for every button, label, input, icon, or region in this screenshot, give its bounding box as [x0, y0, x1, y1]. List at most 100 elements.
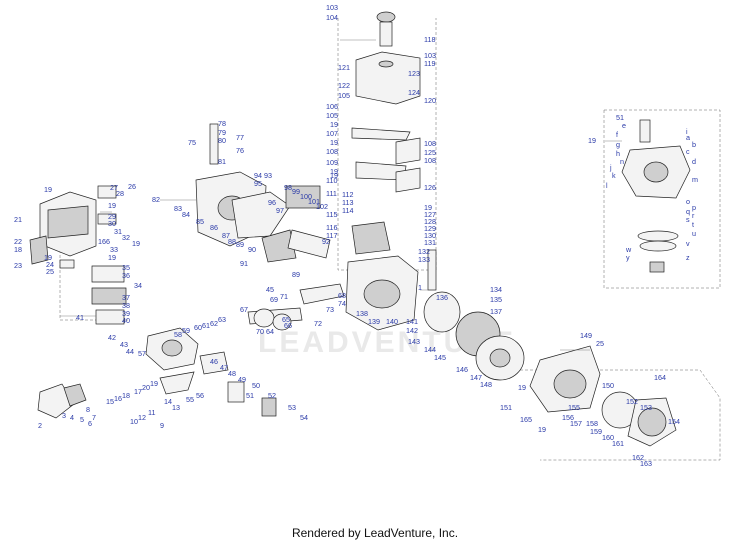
callout-label: w: [625, 245, 632, 254]
callout-label: 19: [330, 167, 338, 176]
callout-label: 29: [108, 212, 116, 221]
callout-label: 142: [406, 326, 418, 335]
callout-label: 74: [338, 299, 346, 308]
callout-label: z: [686, 253, 690, 262]
callout-label: 153: [640, 403, 652, 412]
callout-label: 45: [266, 285, 274, 294]
callout-label: 6: [88, 419, 92, 428]
callout-label: 110: [326, 176, 337, 185]
callout-label: q: [686, 207, 690, 216]
callout-label: 50: [252, 381, 260, 390]
callout-label: 141: [406, 317, 418, 326]
callout-label: 13: [172, 403, 180, 412]
callout-label: 138: [356, 309, 368, 318]
callout-label: y: [626, 253, 630, 262]
callout-label: 21: [14, 215, 22, 224]
callout-label: 133: [418, 255, 430, 264]
callout-label: 137: [490, 307, 502, 316]
callout-label: 71: [280, 292, 288, 301]
callout-label: d: [692, 157, 696, 166]
callout-label: 63: [218, 315, 226, 324]
flywheel-assembly: [423, 291, 677, 447]
callout-label: 55: [186, 395, 194, 404]
callout-label: 151: [500, 403, 512, 412]
callout-label: 42: [108, 333, 116, 342]
callout-label: 155: [568, 403, 580, 412]
callout-label: 19: [330, 171, 338, 180]
callout-label: 70: [256, 327, 264, 336]
callout-label: 126: [424, 183, 436, 192]
callout-label: n: [620, 157, 624, 166]
callout-label: 90: [248, 245, 256, 254]
callout-label: 164: [654, 373, 666, 382]
callout-label: 57: [138, 349, 146, 358]
callout-label: 19: [44, 253, 52, 262]
callout-label: 17: [134, 387, 142, 396]
callout-label: 77: [236, 133, 244, 142]
callout-label: 23: [14, 261, 22, 270]
callout-labels: 103 104 118 103 119 121 123 122 124 105 …: [14, 3, 698, 468]
callout-label: 19: [518, 383, 526, 392]
callout-label: 131: [424, 238, 436, 247]
callout-label: 163: [640, 459, 652, 468]
callout-label: 103: [424, 51, 436, 60]
callout-label: 19: [538, 425, 546, 434]
callout-label: 96: [268, 198, 276, 207]
callout-label: 85: [196, 217, 204, 226]
callout-label: e: [622, 121, 626, 130]
fuel-tank-assembly: [351, 11, 437, 291]
callout-label: 11: [148, 408, 155, 417]
callout-label: 152: [626, 397, 638, 406]
callout-label: c: [686, 147, 690, 156]
callout-label: 9: [160, 421, 164, 430]
callout-label: 103: [326, 3, 338, 12]
callout-label: 53: [288, 403, 296, 412]
callout-label: 116: [326, 223, 337, 232]
callout-label: 121: [338, 63, 350, 72]
carburetor-detail: [621, 119, 691, 273]
callout-label: 81: [218, 157, 226, 166]
callout-label: 78: [218, 119, 226, 128]
callout-label: 117: [326, 231, 337, 240]
callout-label: r: [692, 211, 695, 220]
callout-label: 16: [114, 394, 122, 403]
callout-label: 19: [108, 201, 116, 210]
callout-label: 154: [668, 417, 680, 426]
callout-label: 150: [602, 381, 614, 390]
callout-label: 146: [456, 365, 468, 374]
callout-label: 104: [326, 13, 338, 22]
callout-label: 120: [424, 96, 436, 105]
callout-label: 135: [490, 295, 502, 304]
callout-label: 80: [218, 136, 226, 145]
callout-label: 123: [408, 69, 420, 78]
callout-label: 147: [470, 373, 482, 382]
callout-label: k: [612, 171, 616, 180]
callout-label: 76: [236, 146, 244, 155]
callout-label: 94: [254, 171, 262, 180]
callout-label: 26: [128, 182, 136, 191]
callout-label: 162: [632, 453, 644, 462]
callout-label: 10: [130, 417, 138, 426]
callout-label: 41: [76, 313, 84, 322]
callout-label: 149: [580, 331, 592, 340]
callout-label: 139: [368, 317, 380, 326]
callout-label: 19: [330, 120, 338, 129]
callout-label: 19: [150, 379, 158, 388]
callout-label: 43: [120, 340, 128, 349]
callout-label: 19: [132, 239, 140, 248]
callout-label: 145: [434, 353, 446, 362]
callout-label: 105: [338, 91, 350, 100]
callout-label: 95: [254, 179, 262, 188]
callout-label: 140: [386, 317, 398, 326]
callout-label: 109: [326, 158, 338, 167]
callout-label: 32: [122, 233, 130, 242]
callout-label: 166: [98, 237, 110, 246]
callout-label: 19: [44, 185, 52, 194]
callout-label: 148: [480, 380, 492, 389]
callout-label: 122: [338, 81, 350, 90]
callout-label: 51: [246, 391, 254, 400]
callout-label: 19: [330, 138, 338, 147]
callout-label: j: [609, 163, 612, 172]
callout-label: 111: [326, 189, 337, 198]
callout-label: 128: [424, 217, 436, 226]
